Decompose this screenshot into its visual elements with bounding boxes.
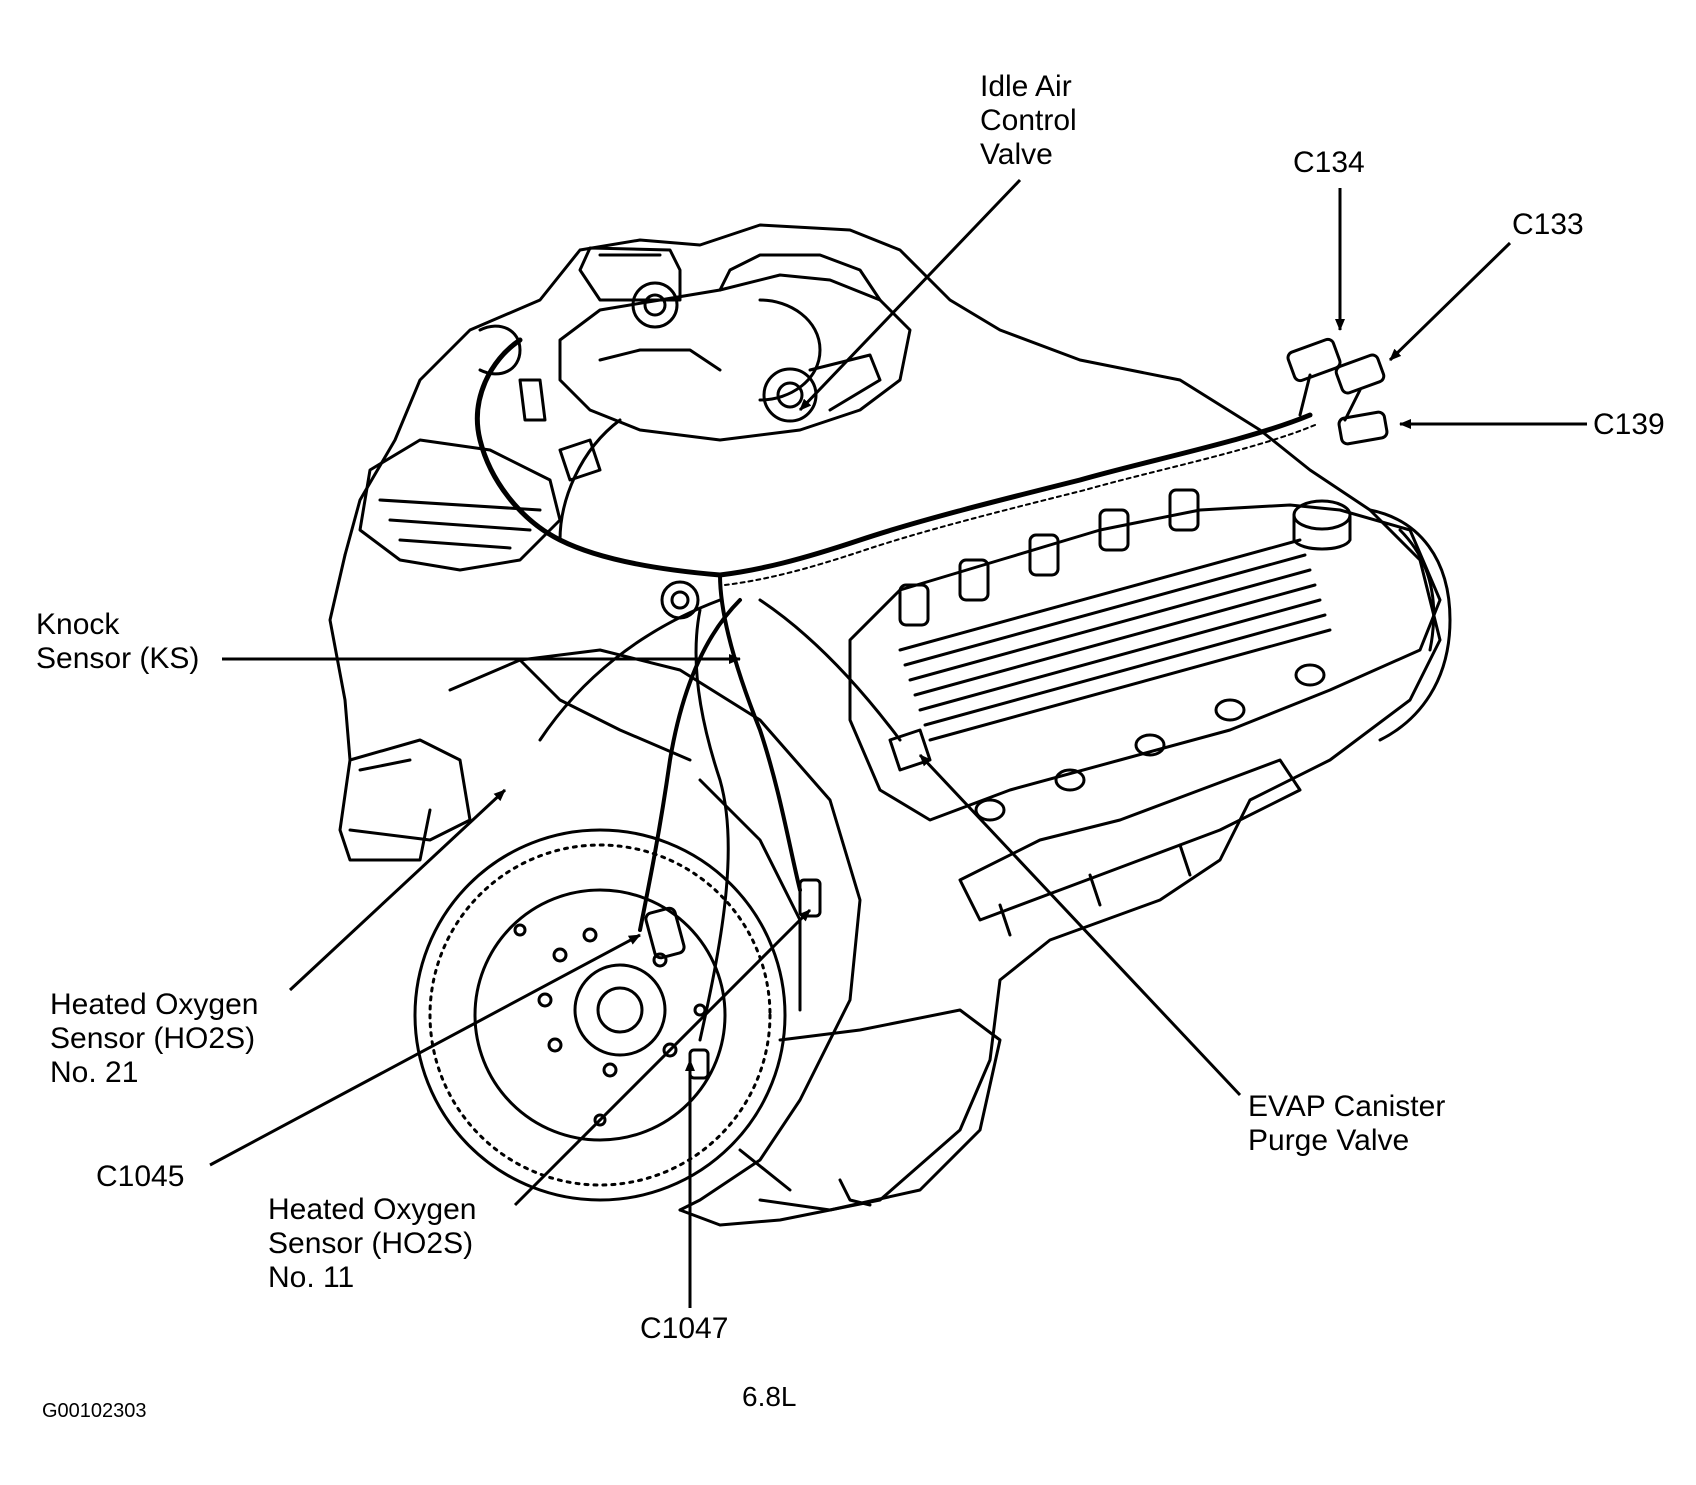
leader-ho2s-11 xyxy=(513,908,812,1207)
label-c1047: C1047 xyxy=(640,1312,729,1345)
figure-id: G00102303 xyxy=(42,1400,147,1422)
label-line: Sensor (HO2S) xyxy=(268,1227,474,1260)
label-line: Control xyxy=(980,104,1077,137)
label-line: Purge Valve xyxy=(1248,1124,1410,1157)
leader-lines xyxy=(209,178,1587,1308)
label-evap-canister-purge-valve: EVAP Canister Purge Valve xyxy=(1248,1090,1445,1158)
label-line: Heated Oxygen xyxy=(50,988,259,1021)
label-line: EVAP Canister xyxy=(1248,1090,1446,1123)
label-line: Valve xyxy=(980,138,1053,171)
leader-c133 xyxy=(1388,241,1512,362)
label-ho2s-11: Heated Oxygen Sensor (HO2S) No. 11 xyxy=(268,1193,476,1295)
label-idle-air-control-valve: Idle Air Control Valve xyxy=(980,70,1077,172)
coil-packs xyxy=(898,488,1200,627)
engine-illustration xyxy=(328,223,1452,1227)
label-knock-sensor: Knock Sensor (KS) xyxy=(36,608,199,676)
label-line: Heated Oxygen xyxy=(268,1193,477,1226)
label-line: Sensor (KS) xyxy=(36,642,200,675)
flywheel xyxy=(413,828,787,1202)
label-c139: C139 xyxy=(1593,408,1665,441)
label-c1045: C1045 xyxy=(96,1160,185,1193)
label-c134: C134 xyxy=(1293,146,1365,179)
harness-connectors xyxy=(1286,337,1389,446)
leader-evap xyxy=(918,753,1242,1097)
label-line: No. 11 xyxy=(268,1261,355,1294)
label-line: No. 21 xyxy=(50,1056,139,1089)
label-ho2s-21: Heated Oxygen Sensor (HO2S) No. 21 xyxy=(50,988,258,1090)
engine-caption: 6.8L xyxy=(742,1381,797,1412)
label-c133: C133 xyxy=(1512,208,1584,241)
plug-bosses xyxy=(974,663,1326,822)
label-line: Sensor (HO2S) xyxy=(50,1022,256,1055)
label-line: Idle Air xyxy=(980,70,1072,103)
leader-ho2s-21 xyxy=(288,788,507,992)
label-line: Knock xyxy=(36,608,120,641)
leader-idle-air xyxy=(798,178,1022,412)
leader-c1045 xyxy=(209,933,641,1167)
